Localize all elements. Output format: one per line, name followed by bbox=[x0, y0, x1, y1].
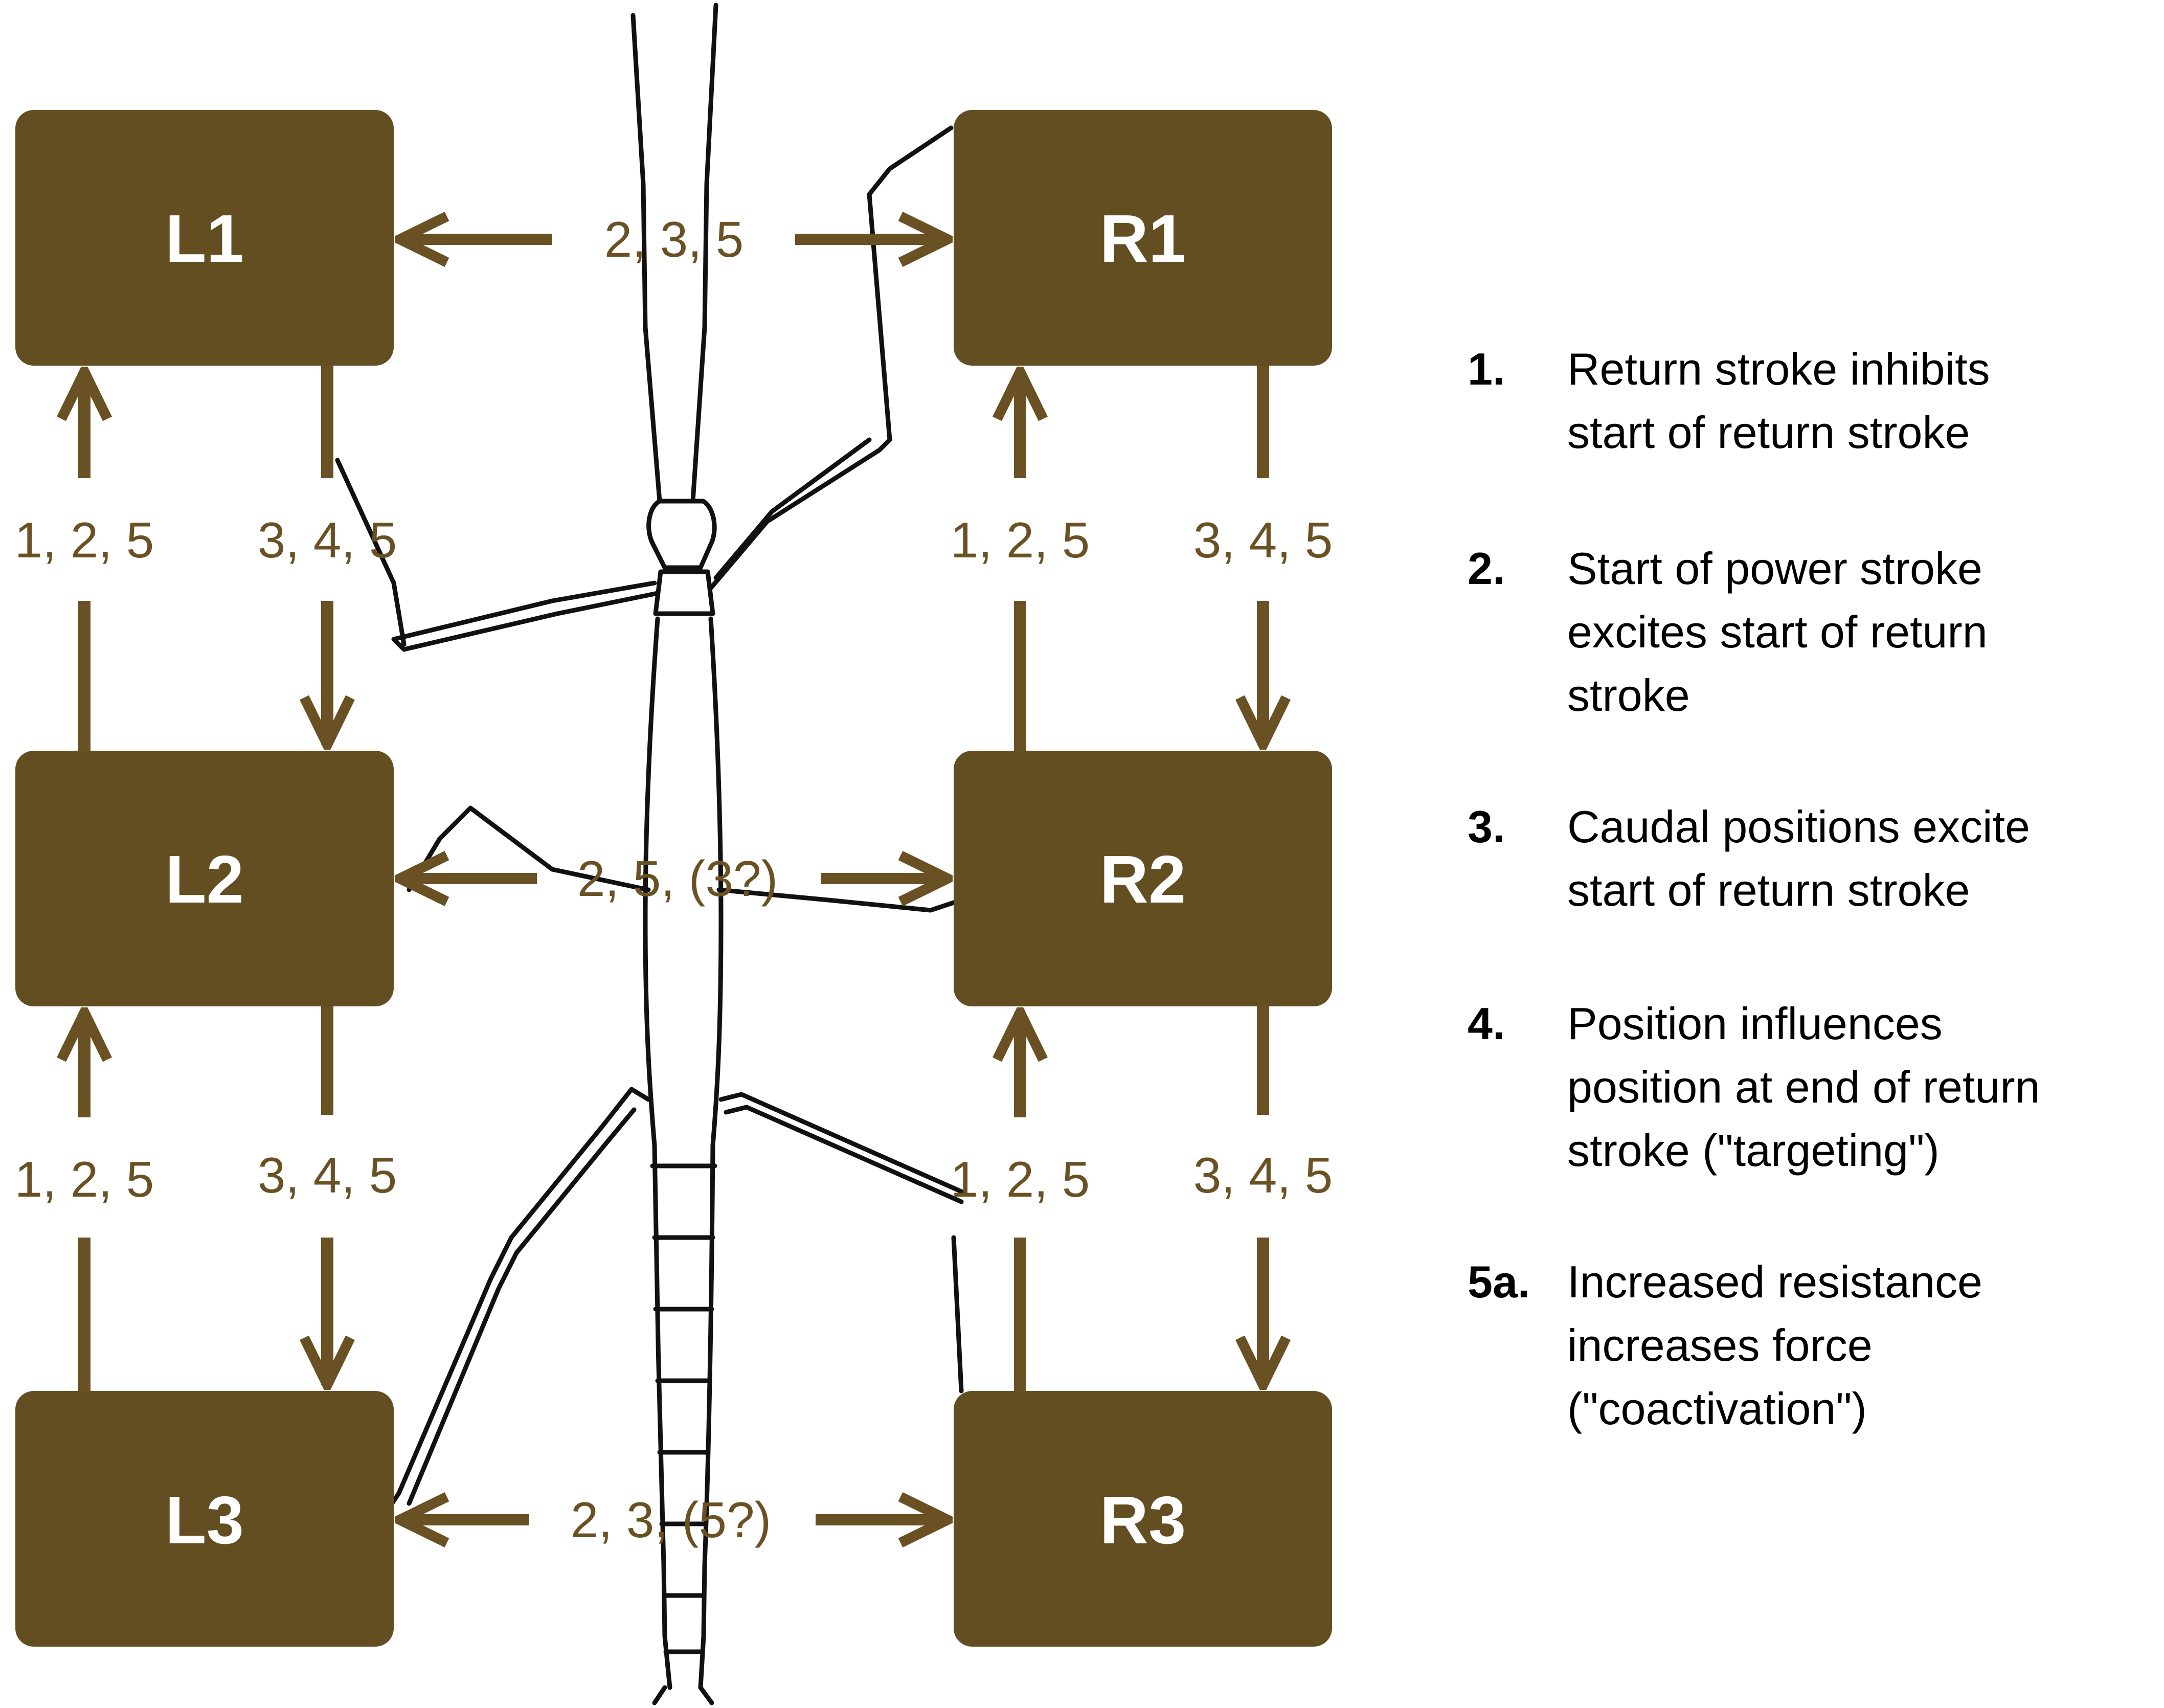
legend-line: ("coactivation") bbox=[1567, 1383, 1867, 1434]
legend-number: 5a. bbox=[1468, 1256, 1530, 1307]
edge-label-l3-r3: 2, 3, (5?) bbox=[571, 1492, 771, 1548]
insect-abdomen-right-edge bbox=[698, 1143, 715, 1690]
legend-line: start of return stroke bbox=[1567, 407, 1970, 458]
connection-labels: 2, 3, 5 2, 5, (3?) 2, 3, (5?) 1, 2, 5 3,… bbox=[15, 211, 1333, 1548]
legend-line: Increased resistance bbox=[1567, 1256, 1982, 1307]
legend-line: Start of power stroke bbox=[1567, 543, 1982, 594]
legend-line: stroke bbox=[1567, 670, 1690, 721]
legend-number: 1. bbox=[1468, 344, 1505, 394]
edge-label-l2-r2: 2, 5, (3?) bbox=[577, 850, 778, 907]
node-label-r3: R3 bbox=[1100, 1482, 1186, 1558]
legend-text: Return stroke inhibits start of return s… bbox=[1567, 338, 2160, 464]
legend-line: Return stroke inhibits bbox=[1567, 344, 1990, 394]
node-box-r2 bbox=[954, 751, 1332, 1006]
node-box-r3 bbox=[954, 1391, 1332, 1647]
legend-text: Increased resistance increases force ("c… bbox=[1567, 1250, 2160, 1441]
legend-text: Position influences position at end of r… bbox=[1567, 992, 2160, 1182]
edge-label-r1-to-r2: 3, 4, 5 bbox=[1193, 512, 1333, 568]
insect-prothorax bbox=[653, 569, 715, 616]
legend-number: 4. bbox=[1468, 998, 1505, 1049]
edge-label-l2-to-l1: 1, 2, 5 bbox=[15, 512, 154, 568]
insect-antenna-left bbox=[630, 13, 662, 504]
edge-label-l2-to-l3: 3, 4, 5 bbox=[258, 1147, 397, 1203]
insect-leg-hind-left bbox=[386, 1087, 651, 1511]
legend-line: start of return stroke bbox=[1567, 865, 1970, 915]
legend-number: 2. bbox=[1468, 543, 1505, 594]
legend-line: Caudal positions excite bbox=[1567, 801, 2030, 852]
legend-line: excites start of return bbox=[1567, 606, 1988, 657]
legend-line: stroke ("targeting") bbox=[1567, 1125, 1940, 1176]
node-box-l1 bbox=[15, 110, 394, 366]
insect-thorax-left-edge bbox=[643, 616, 660, 1148]
horizontal-connections bbox=[400, 239, 948, 1520]
insect-abdomen-left-edge bbox=[652, 1143, 672, 1690]
edge-label-r2-to-r1: 1, 2, 5 bbox=[951, 512, 1090, 568]
legend-number: 3. bbox=[1468, 801, 1505, 852]
legend-text: Start of power stroke excites start of r… bbox=[1567, 537, 2160, 727]
legend-text: Caudal positions excite start of return … bbox=[1567, 795, 2160, 922]
legend-line: position at end of return bbox=[1567, 1062, 2040, 1112]
downward-connections bbox=[327, 366, 1263, 1385]
insect-cerci bbox=[652, 1685, 714, 1705]
node-label-r2: R2 bbox=[1100, 842, 1186, 917]
edge-label-l1-r1: 2, 3, 5 bbox=[604, 211, 743, 267]
legend-line: Position influences bbox=[1567, 998, 1943, 1049]
neural-network-nodes: L1 R1 L2 R2 L3 R3 bbox=[15, 110, 1332, 1647]
node-box-l2 bbox=[15, 751, 394, 1006]
upward-connections bbox=[84, 372, 1020, 1391]
edge-label-r2-to-r3: 3, 4, 5 bbox=[1193, 1147, 1333, 1203]
node-label-l3: L3 bbox=[165, 1482, 244, 1558]
insect-leg-hind-right bbox=[718, 1092, 964, 1194]
legend-line: increases force bbox=[1567, 1320, 1873, 1370]
node-box-l3 bbox=[15, 1391, 394, 1647]
node-box-r1 bbox=[954, 110, 1332, 366]
edge-label-l3-to-l2: 1, 2, 5 bbox=[15, 1151, 154, 1207]
insect-head bbox=[646, 499, 717, 570]
edge-label-l1-to-l2: 3, 4, 5 bbox=[258, 512, 397, 568]
node-label-r1: R1 bbox=[1100, 201, 1186, 276]
insect-leg-front-right bbox=[708, 125, 954, 591]
insect-leg-front-left bbox=[391, 580, 660, 652]
insect-antenna-right bbox=[690, 3, 718, 504]
node-label-l2: L2 bbox=[165, 842, 244, 917]
edge-label-r3-to-r2: 1, 2, 5 bbox=[951, 1151, 1090, 1207]
node-label-l1: L1 bbox=[165, 201, 244, 276]
insect-thorax-right-edge bbox=[708, 616, 724, 1148]
